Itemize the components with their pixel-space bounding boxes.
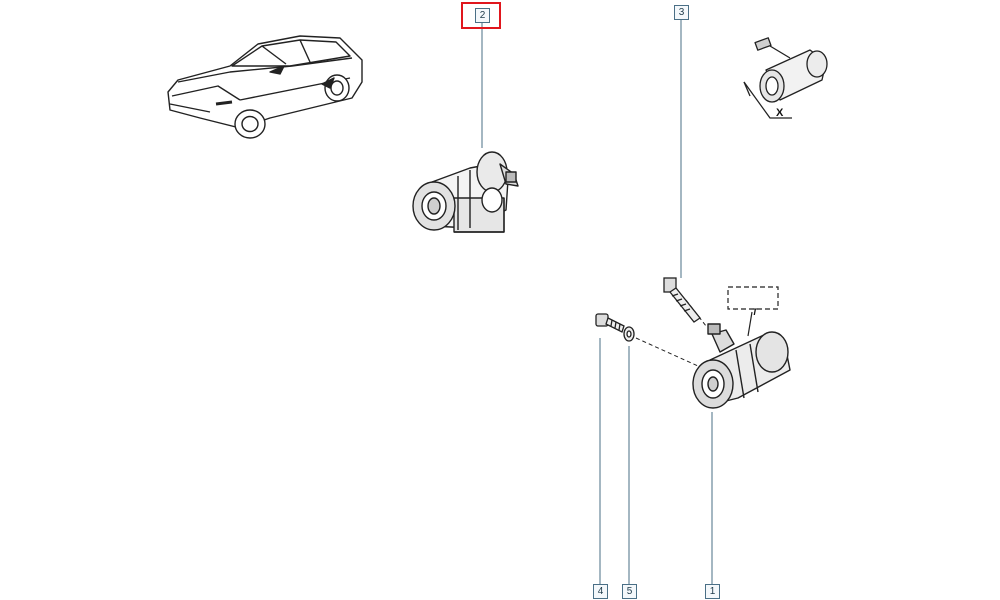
wheel-cylinder-drawing (412, 151, 519, 233)
detail-x-label: X (776, 107, 784, 119)
callout-part-1[interactable]: 1 (705, 584, 720, 599)
leader-lines (481, 19, 713, 585)
callout-part-4[interactable]: 4 (593, 584, 608, 599)
detail-view-drawing (743, 37, 828, 119)
sedan-car-illustration (167, 35, 363, 139)
tightening-t-label: T (752, 307, 758, 317)
callout-part-5[interactable]: 5 (622, 584, 637, 599)
wheel-cylinder-assembly-drawing (692, 323, 791, 409)
callout-part-3[interactable]: 3 (674, 5, 689, 20)
torque-reference-box (727, 286, 779, 337)
bleed-screw-drawing (663, 277, 701, 323)
washer-drawing (623, 326, 635, 342)
assembly-dashed-lines (635, 299, 707, 367)
bolt-drawing (595, 313, 625, 333)
callout-part-2[interactable]: 2 (475, 8, 490, 23)
